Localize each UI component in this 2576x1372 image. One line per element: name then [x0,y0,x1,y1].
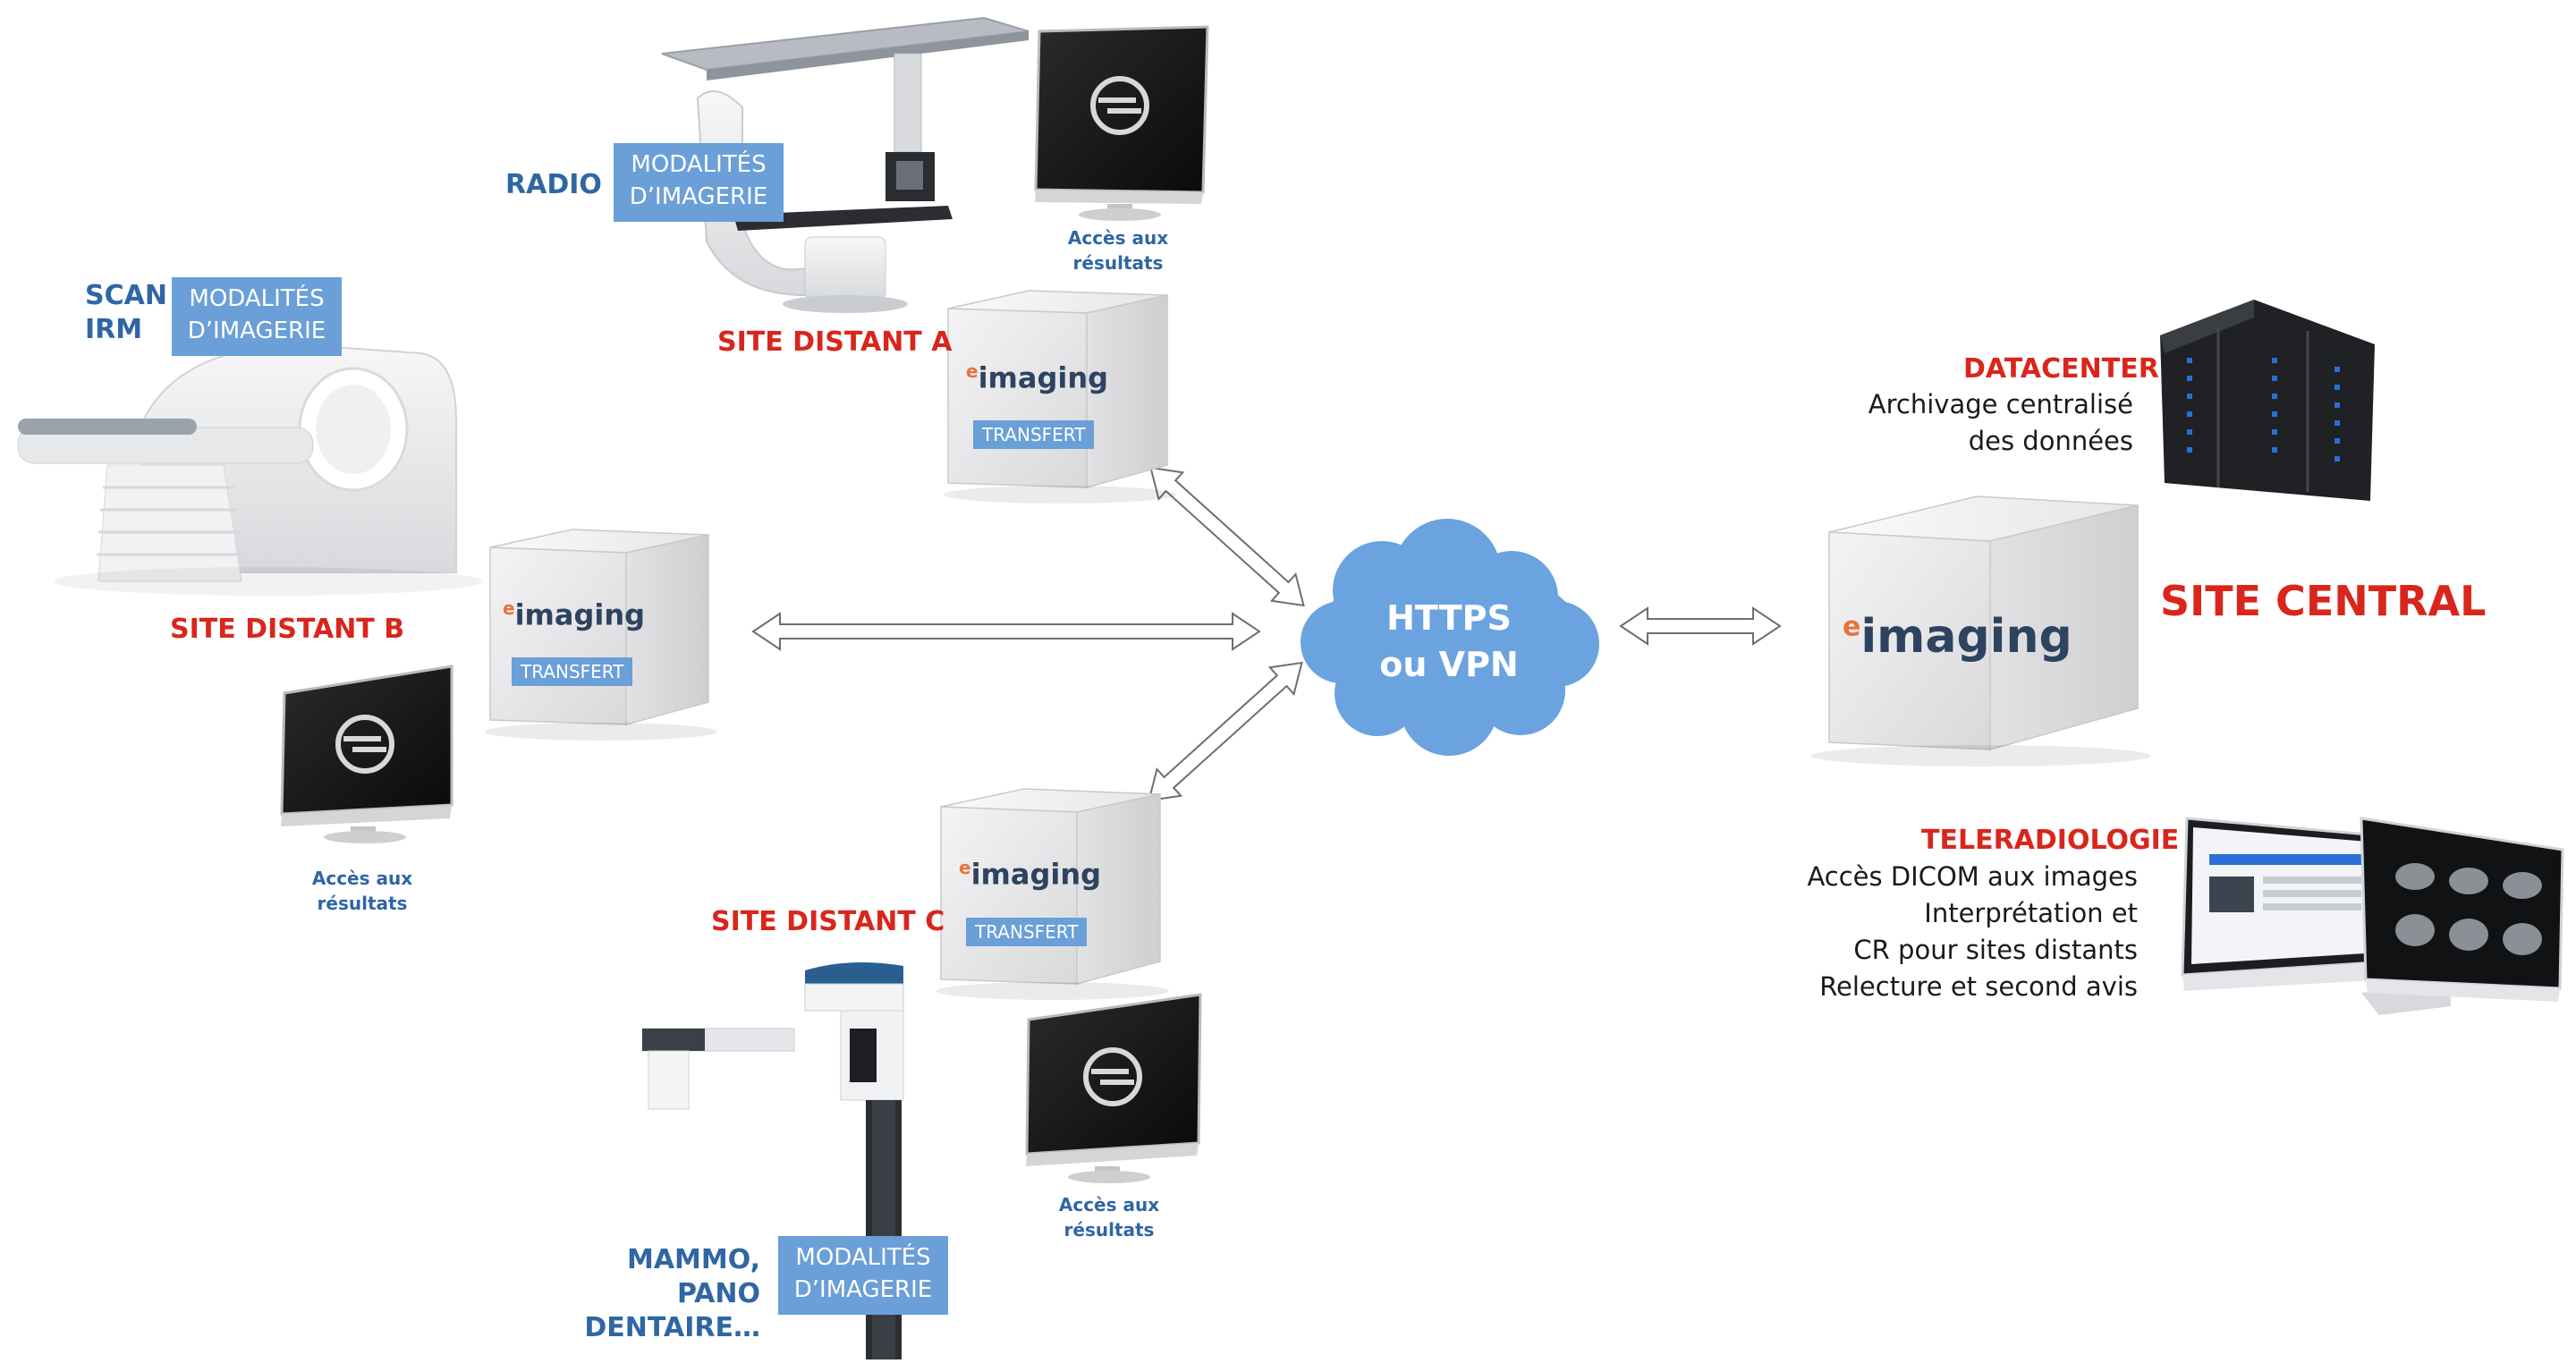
site-c-transfer-badge: TRANSFERT [966,918,1088,946]
arrow-site-c [1148,661,1303,802]
logo-e-icon: e [966,360,979,382]
datacenter-title: DATACENTER [1963,353,2159,385]
teleradio-line: Accès DICOM aux images [1807,861,2138,892]
teleradio-title: TELERADIOLOGIE [1921,825,2180,856]
site-a-title: SITE DISTANT A [717,326,953,358]
site-b-access-label: Accès aux résultats [291,866,434,916]
central-imaging-logo: eimaging [1843,610,2072,664]
site-b-imaging-logo: eimaging [503,597,645,632]
cube-site-a [944,290,1176,504]
site-central-title: SITE CENTRAL [2160,577,2487,625]
logo-text: imaging [978,360,1109,395]
logo-e-icon: e [503,597,515,619]
logo-text: imaging [514,597,646,632]
cloud-line: ou VPN [1379,645,1519,684]
site-b-title: SITE DISTANT B [170,614,405,645]
teleradio-line: Relecture et second avis [1819,971,2138,1002]
server-racks [2160,300,2375,501]
cloud-shape [1301,519,1599,756]
site-c-modality-badge: MODALITÉS D’IMAGERIE [778,1236,948,1315]
workstations [2181,817,2564,1015]
site-a-modality-label: RADIO [505,169,602,200]
logo-text: imaging [1860,610,2072,664]
cloud-line: HTTPS [1386,598,1512,638]
site-a-modality-badge: MODALITÉS D’IMAGERIE [614,143,784,222]
modality-line: SCAN [85,280,167,311]
logo-text: imaging [970,857,1102,892]
monitor-site-b [280,665,453,843]
teleradio-line: CR pour sites distants [1853,935,2138,965]
site-b-modality-label: SCAN IRM [85,279,167,347]
radio-machine [661,16,1030,313]
monitor-site-a [1034,25,1209,221]
badge-line: MODALITÉS [795,1244,931,1271]
site-c-modality-label: MAMMO, PANO DENTAIRE… [514,1243,760,1345]
dental-machine [641,962,904,1359]
badge-line: MODALITÉS [631,151,767,178]
access-line: résultats [1063,1219,1155,1241]
site-c-access-label: Accès aux résultats [1038,1192,1181,1242]
logo-e-icon: e [959,857,971,878]
datacenter-line: des données [1968,426,2133,456]
arrow-site-b [751,612,1261,651]
site-a-transfer-badge: TRANSFERT [973,420,1095,449]
modality-line: IRM [85,314,143,345]
site-a-access-label: Accès aux résultats [1046,225,1190,275]
logo-e-icon: e [1843,611,1861,643]
teleradio-description: Accès DICOM aux images Interprétation et… [1726,859,2138,1005]
cube-site-c [936,788,1169,1000]
teleradio-line: Interprétation et [1924,898,2138,928]
monitor-site-c [1025,993,1202,1183]
site-c-title: SITE DISTANT C [711,906,945,937]
badge-line: D’IMAGERIE [629,183,768,210]
ct-scanner [17,343,483,596]
cube-site-b [485,529,717,741]
site-b-modality-badge: MODALITÉS D’IMAGERIE [172,277,342,356]
cloud-label: HTTPS ou VPN [1324,595,1574,688]
monitor-logos [335,76,1149,1106]
arrow-site-a [1149,466,1305,607]
badge-line: MODALITÉS [189,285,325,312]
datacenter-description: Archivage centralisé des données [1807,386,2133,460]
access-line: résultats [1072,252,1164,274]
site-c-imaging-logo: eimaging [959,857,1101,892]
badge-line: D’IMAGERIE [793,1276,933,1303]
cube-site-central [1811,495,2151,766]
badge-line: D’IMAGERIE [187,318,326,344]
site-a-imaging-logo: eimaging [966,360,1108,395]
arrow-central [1619,606,1782,646]
modality-line: MAMMO, [626,1244,760,1275]
datacenter-line: Archivage centralisé [1868,389,2133,419]
access-line: Accès aux [1067,227,1169,249]
modality-line: PANO DENTAIRE… [584,1278,760,1343]
access-line: Accès aux [1058,1194,1160,1215]
access-line: résultats [317,893,408,914]
access-line: Accès aux [311,868,413,889]
site-b-transfer-badge: TRANSFERT [512,657,633,686]
